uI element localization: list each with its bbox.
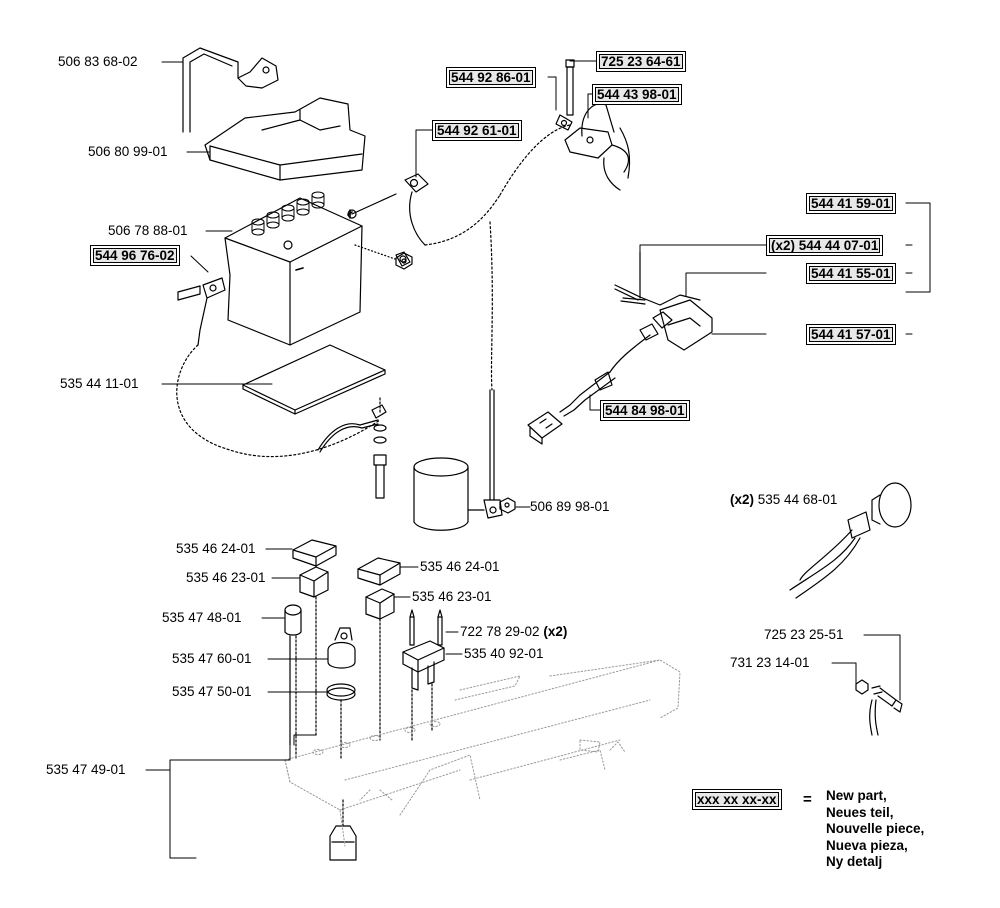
part-label-535-46-23-01-right: 535 46 23-01 bbox=[412, 589, 492, 604]
legend-line: Nueva pieza, bbox=[826, 837, 908, 853]
legend-description: New part, Neues teil, Nouvelle piece, Nu… bbox=[826, 788, 924, 871]
indicator-drawing bbox=[284, 604, 302, 761]
cylinder-component-drawing bbox=[413, 457, 485, 531]
bolt-nut-right-drawing bbox=[855, 679, 903, 736]
new-part-label-725-23-64-61: 725 23 64-61 bbox=[596, 51, 686, 72]
part-label-535-44-68-01: (x2) 535 44 68-01 bbox=[730, 492, 837, 508]
battery-cover-drawing bbox=[204, 97, 366, 181]
battery-drawing bbox=[224, 191, 397, 346]
part-label-725-23-25-51: 725 23 25-51 bbox=[764, 627, 844, 642]
part-label-535-47-48-01: 535 47 48-01 bbox=[162, 610, 242, 625]
legend-line: Neues teil, bbox=[826, 804, 894, 820]
switches-drawing bbox=[292, 539, 401, 741]
part-label-535-47-50-01: 535 47 50-01 bbox=[172, 684, 252, 699]
battery-positive-cable-drawing bbox=[354, 124, 571, 519]
quantity-x2: (x2) bbox=[730, 492, 755, 507]
legend-line: New part, bbox=[826, 788, 887, 803]
part-label-506-78-88-01: 506 78 88-01 bbox=[108, 223, 188, 238]
part-label-535-46-24-01-left: 535 46 24-01 bbox=[176, 541, 256, 556]
solenoid-drawing bbox=[555, 59, 631, 191]
lamp-assembly-drawing bbox=[789, 482, 912, 599]
new-part-label-544-41-59-01: 544 41 59-01 bbox=[806, 193, 896, 214]
new-part-label-544-92-86-01: 544 92 86-01 bbox=[446, 67, 536, 88]
part-label-506-80-99-01: 506 80 99-01 bbox=[88, 144, 168, 159]
nut-drawing bbox=[395, 252, 516, 514]
part-label-535-46-23-01-left: 535 46 23-01 bbox=[186, 570, 266, 585]
quantity-x2: (x2) bbox=[543, 624, 568, 639]
fuse-holder-drawing bbox=[402, 609, 445, 741]
battery-bracket-drawing bbox=[182, 47, 279, 133]
new-part-label-544-43-98-01: 544 43 98-01 bbox=[592, 84, 682, 105]
part-label-535-46-24-01-right: 535 46 24-01 bbox=[420, 559, 500, 574]
leader-lines bbox=[145, 60, 931, 859]
legend-symbol: xxx xx xx-xx bbox=[692, 789, 782, 810]
part-number: 722 78 29-02 bbox=[460, 624, 540, 639]
part-label-535-47-49-01: 535 47 49-01 bbox=[46, 762, 126, 777]
dashboard-panel-drawing bbox=[284, 659, 681, 847]
ignition-switch-drawing bbox=[326, 627, 357, 861]
part-label-722-78-29-02: 722 78 29-02 (x2) bbox=[460, 624, 567, 640]
part-label-535-47-60-01: 535 47 60-01 bbox=[172, 651, 252, 666]
part-label-535-40-92-01: 535 40 92-01 bbox=[464, 646, 544, 661]
part-number: 535 44 68-01 bbox=[757, 492, 838, 507]
legend-line: Nouvelle piece, bbox=[826, 821, 925, 836]
legend-equals: = bbox=[803, 791, 812, 808]
new-part-label-544-41-57-01: 544 41 57-01 bbox=[806, 324, 896, 345]
new-part-label-544-84-98-01: 544 84 98-01 bbox=[600, 400, 690, 421]
new-part-label-544-92-61-01: 544 92 61-01 bbox=[432, 120, 522, 141]
part-label-506-83-68-02: 506 83 68-02 bbox=[58, 54, 138, 69]
battery-mat-drawing bbox=[242, 344, 386, 415]
part-label-535-44-11-01: 535 44 11-01 bbox=[60, 376, 139, 391]
battery-negative-cable-drawing bbox=[176, 277, 387, 499]
legend-line: Ny detalj bbox=[826, 854, 883, 869]
part-label-506-89-98-01: 506 89 98-01 bbox=[530, 499, 610, 514]
new-part-label-544-96-76-02: 544 96 76-02 bbox=[90, 245, 180, 266]
new-part-label-544-44-07-01: (x2) 544 44 07-01 bbox=[766, 235, 884, 256]
part-label-731-23-14-01: 731 23 14-01 bbox=[730, 655, 810, 670]
new-part-label-544-41-55-01: 544 41 55-01 bbox=[806, 263, 896, 284]
